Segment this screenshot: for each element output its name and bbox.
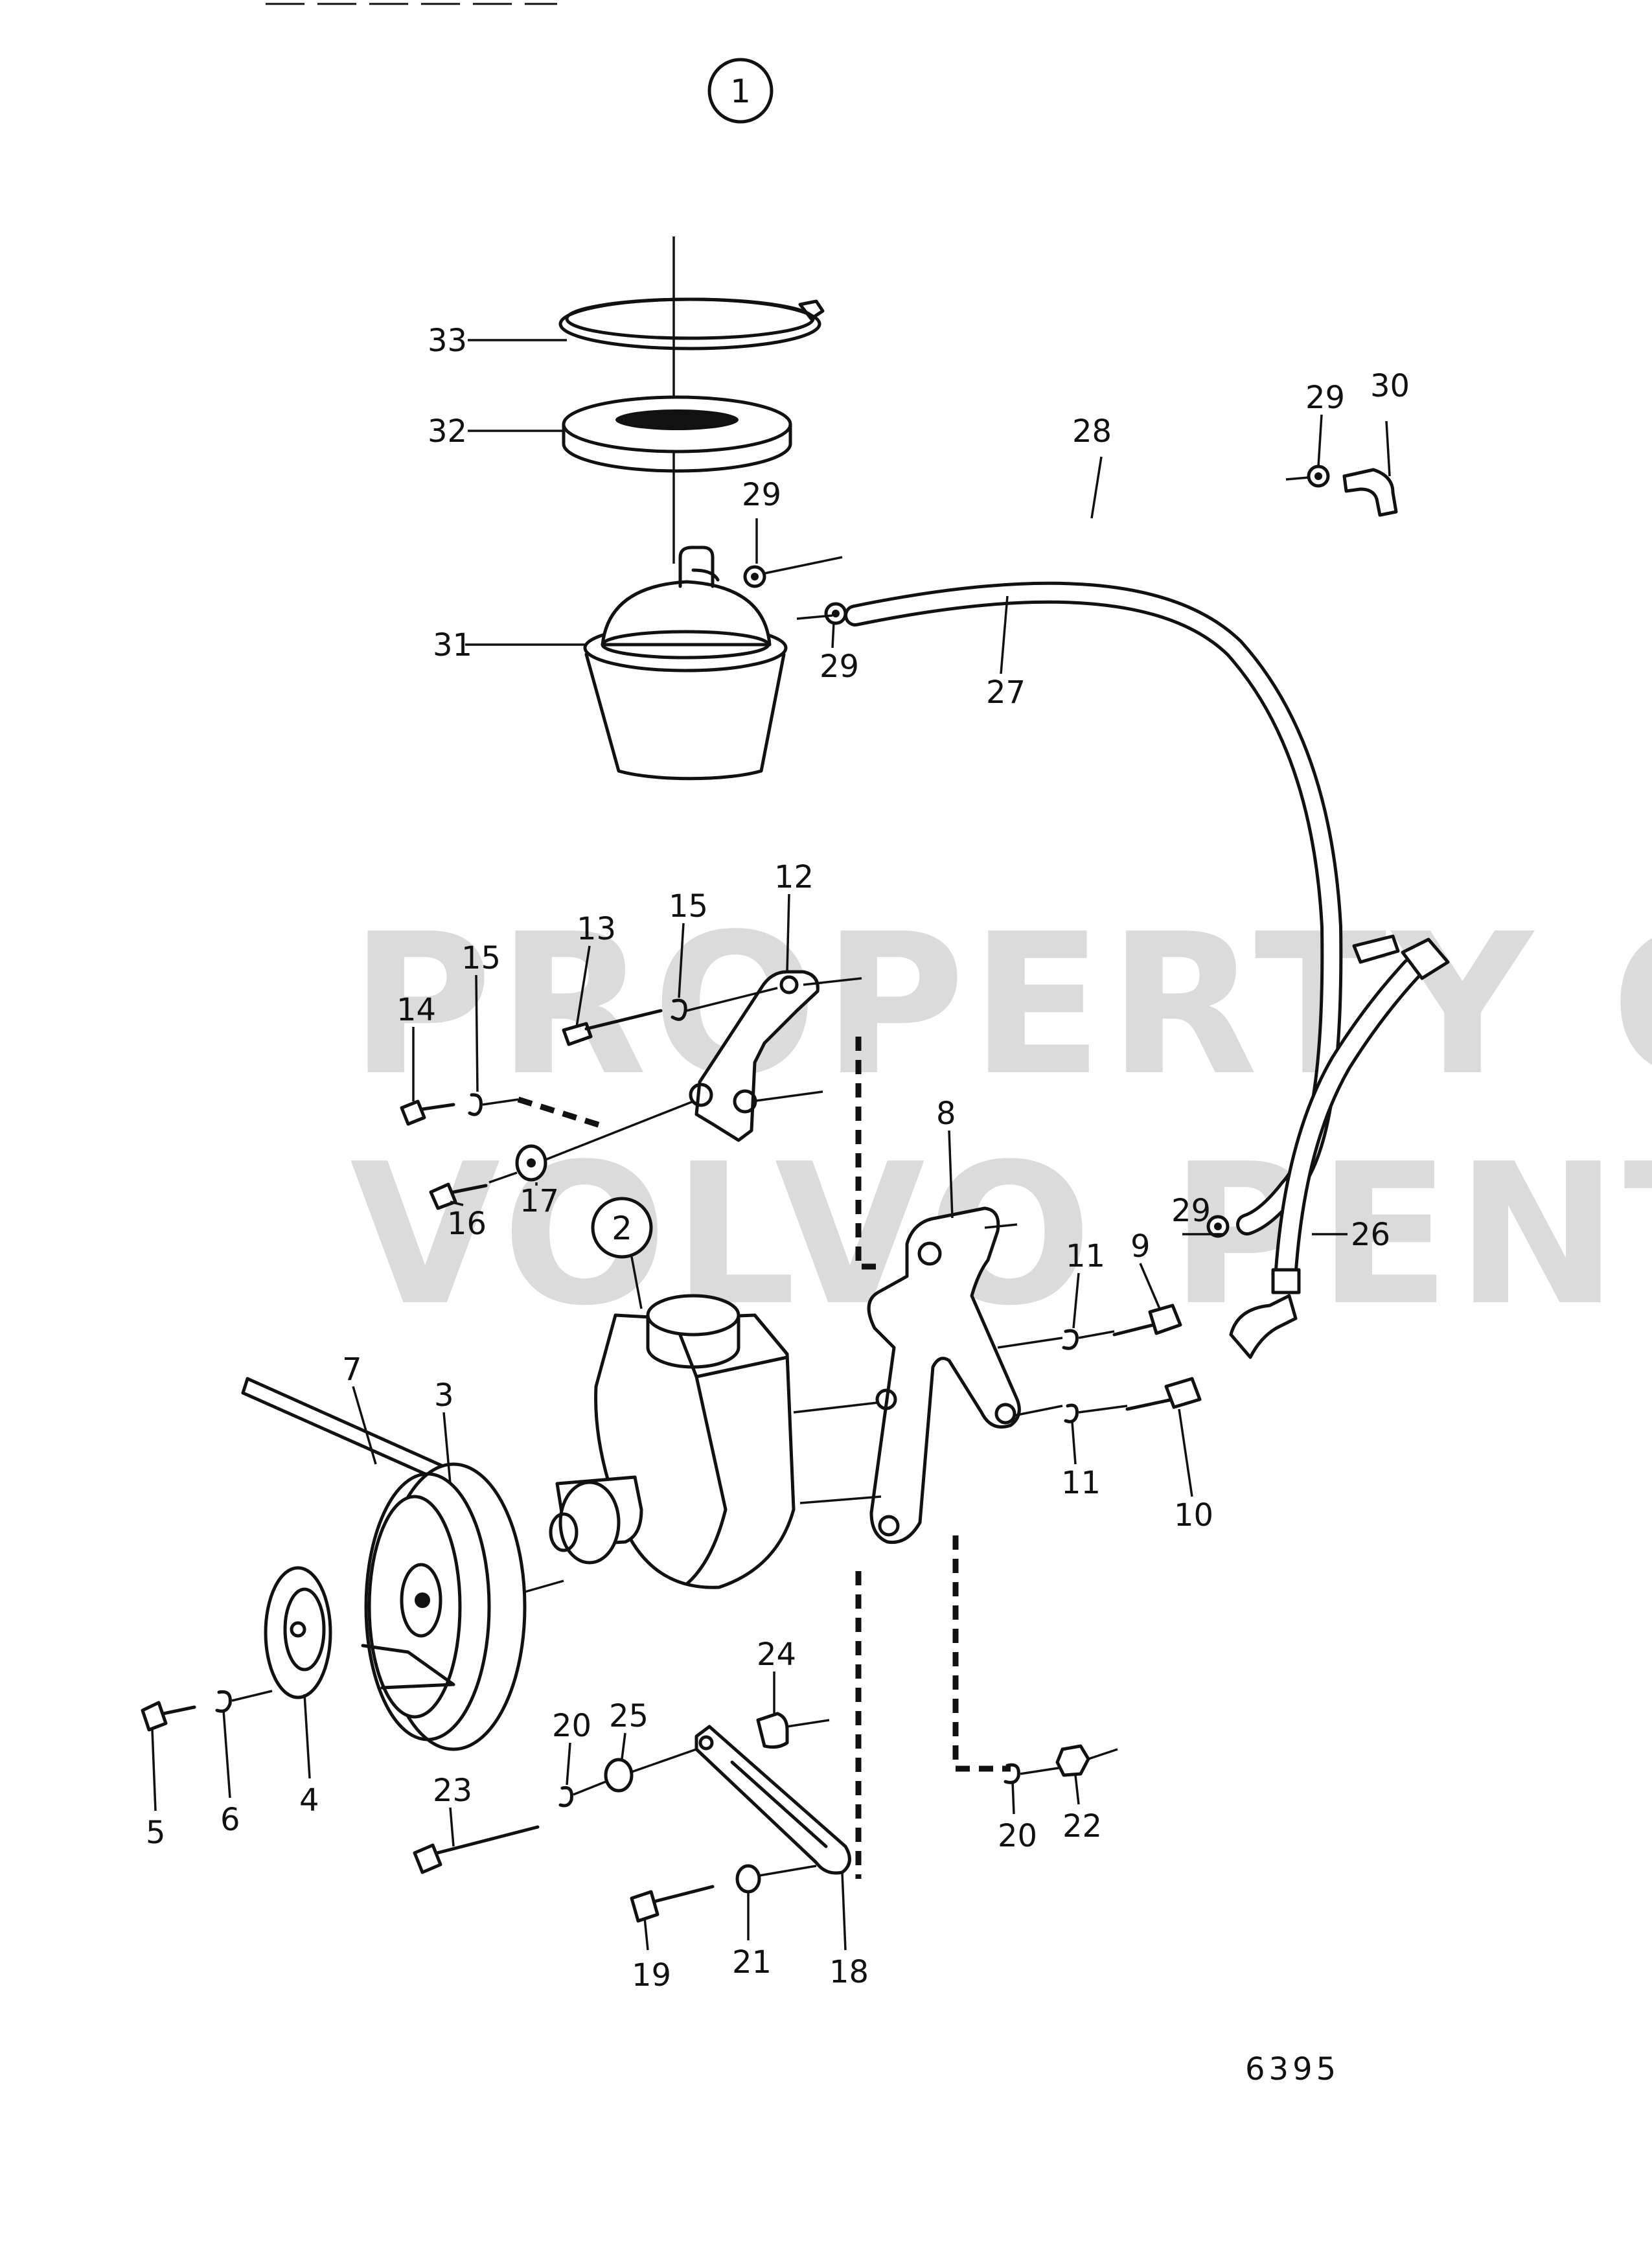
bolt-23: [413, 1780, 606, 1874]
callout-13: 13: [577, 911, 616, 947]
washer-20-right: [1004, 1763, 1063, 1784]
callout-7: 7: [342, 1351, 362, 1388]
callout-24: 24: [757, 1637, 796, 1673]
washer-15-lower: [468, 1093, 519, 1116]
callout-5: 5: [146, 1815, 166, 1851]
washer-11-lower: [1064, 1403, 1128, 1423]
bracket-12: [689, 970, 862, 1142]
pulley-3: [361, 1462, 527, 1751]
group-marker-2-label: 2: [612, 1210, 632, 1247]
callout-20a: 20: [552, 1708, 591, 1744]
callout-labels: 33 32 29 29 28 29 30 27 31 12 13 15 14 1…: [146, 323, 1410, 1993]
callout-32: 32: [428, 413, 467, 450]
assembly-dash-1: [517, 1096, 604, 1129]
callout-25: 25: [609, 1698, 648, 1734]
bolt-14: [400, 1099, 455, 1126]
callout-20b: 20: [998, 1818, 1037, 1854]
assembly-dash-4: [952, 1535, 1011, 1772]
callout-31: 31: [433, 627, 472, 663]
bushing-25: [604, 1748, 697, 1793]
callout-8: 8: [936, 1096, 956, 1132]
callout-16: 16: [447, 1206, 487, 1242]
callout-19: 19: [632, 1957, 671, 1993]
hose-clamp-33: [558, 297, 825, 350]
callout-11b: 11: [1061, 1465, 1101, 1501]
callout-17: 17: [520, 1183, 559, 1219]
bolt-13: [562, 1009, 663, 1046]
callout-22: 22: [1062, 1808, 1102, 1844]
elbow-nipple-30: [1342, 468, 1398, 517]
callout-21: 21: [732, 1944, 772, 1981]
hose-clip-29-upper: [743, 565, 766, 588]
callout-9: 9: [1130, 1228, 1151, 1265]
bolt-10: [1125, 1377, 1202, 1411]
callout-12: 12: [774, 859, 814, 895]
callout-15a: 15: [669, 888, 708, 925]
callout-3: 3: [434, 1377, 454, 1414]
callout-6: 6: [220, 1802, 240, 1838]
watermark-line-2: VOLVO PENTA: [350, 1122, 1652, 1348]
hose-clip-29-bottom: [1206, 1215, 1230, 1238]
callout-33: 33: [428, 323, 467, 359]
callout-27: 27: [986, 674, 1026, 711]
washer-17: [488, 1100, 694, 1184]
callout-18: 18: [829, 1954, 869, 1990]
callout-15b: 15: [461, 940, 501, 976]
callout-23: 23: [433, 1773, 472, 1809]
callout-29c: 29: [1305, 380, 1345, 416]
power-steering-pump-2: [518, 1294, 882, 1595]
washer-21: [735, 1864, 817, 1894]
callout-4: 4: [299, 1782, 319, 1819]
spacer-24: [756, 1712, 830, 1749]
washer-15-upper: [671, 987, 778, 1021]
seal-ring-32: [562, 395, 792, 473]
assembly-dash-2: [855, 1037, 878, 1270]
bolt-19: [630, 1885, 715, 1923]
callout-30: 30: [1370, 368, 1410, 404]
group-marker-1: 1: [707, 58, 774, 124]
callout-26: 26: [1351, 1217, 1390, 1253]
callout-29d: 29: [1171, 1193, 1211, 1229]
leader-lines: [151, 339, 1391, 1951]
washer-11-upper: [1062, 1329, 1115, 1350]
bracket-8: [867, 1206, 1063, 1545]
hose-28: [764, 472, 1294, 575]
watermark-line-1: PROPERTY OF: [350, 892, 1652, 1118]
figure-number: 6395: [1245, 2051, 1340, 2087]
callout-14: 14: [396, 992, 436, 1028]
hub-4: [264, 1566, 332, 1699]
group-marker-2: 2: [591, 1197, 653, 1309]
callout-10: 10: [1174, 1497, 1213, 1534]
callout-28: 28: [1072, 413, 1112, 450]
reservoir-31: [583, 546, 788, 781]
washer-20-left: [558, 1786, 573, 1808]
washer-6: [215, 1690, 273, 1713]
nut-22: [1055, 1744, 1118, 1777]
callout-29a: 29: [742, 477, 781, 513]
callout-29b: 29: [820, 649, 859, 685]
group-marker-1-label: 1: [730, 73, 751, 110]
bolt-9: [1112, 1304, 1182, 1337]
watermark: PROPERTY OF VOLVO PENTA: [350, 892, 1652, 1348]
hose-clip-29-lower: [824, 602, 847, 625]
hose-assembly-26: [1229, 934, 1450, 1359]
bolt-5: [141, 1701, 196, 1732]
callout-11a: 11: [1066, 1238, 1105, 1274]
bolt-16: [429, 1182, 488, 1210]
